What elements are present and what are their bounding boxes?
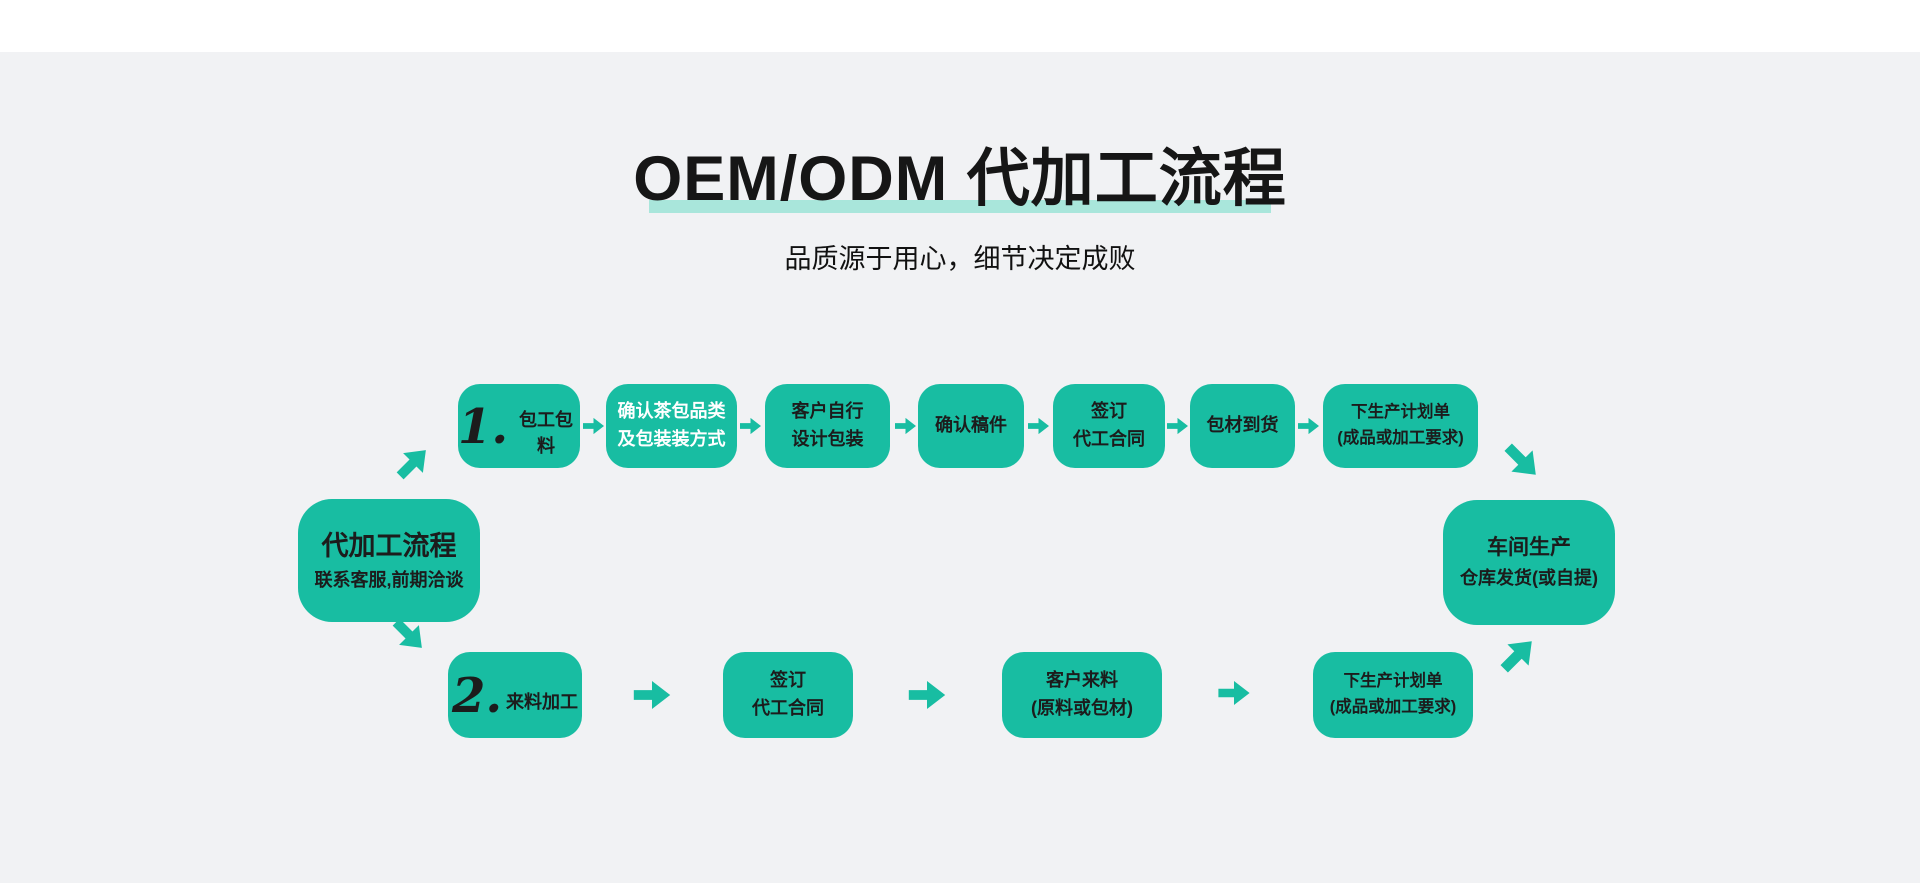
up-right-arrow-icon [390, 440, 437, 487]
step-text: 确认稿件 [935, 415, 1007, 436]
down-right-arrow-icon [386, 612, 433, 659]
flow1-step-5: 包材到货 [1190, 384, 1295, 468]
step-text: 签订 [1091, 401, 1127, 422]
step-text: 代工合同 [1073, 429, 1145, 449]
page-subtitle: 品质源于用心，细节决定成败 [784, 244, 1136, 274]
down-right-arrow-icon [1497, 436, 1548, 487]
final-box: 车间生产 仓库发货(或自提) [1443, 500, 1615, 625]
flow2-step-3: 下生产计划单 (成品或加工要求) [1313, 652, 1473, 738]
step-text: 下生产计划单 [1351, 403, 1450, 422]
step-text: 客户来料 [1046, 670, 1118, 691]
flow2-number: 2. [451, 668, 503, 725]
flow2-start-box: 2. 来料加工 [448, 652, 582, 738]
flow1-step-2: 客户自行 设计包装 [765, 384, 890, 468]
step-text: (原料或包材) [1031, 698, 1133, 718]
step-text: (成品或加工要求) [1329, 698, 1457, 716]
top-white-bar [0, 0, 1920, 52]
right-arrow-icon [583, 417, 604, 435]
hub-box: 代加工流程 联系客服,前期洽谈 [298, 499, 480, 622]
page-title: OEM/ODM 代加工流程 [633, 144, 1287, 214]
right-arrow-icon [1167, 417, 1188, 435]
flow1-step-6: 下生产计划单 (成品或加工要求) [1323, 384, 1478, 468]
step-text: 设计包装 [791, 429, 864, 449]
step-text: 确认茶包品类 [617, 401, 726, 422]
flow1-step-4: 签订 代工合同 [1053, 384, 1165, 468]
step-text: 客户自行 [791, 401, 864, 422]
up-right-arrow-icon [1493, 630, 1544, 681]
flow1-start-box: 1. 包工包料 [458, 384, 580, 468]
step-text: 包材到货 [1206, 415, 1279, 436]
title-underline-bar [649, 200, 1271, 213]
right-arrow-icon [740, 417, 761, 435]
step-text: 下生产计划单 [1343, 672, 1443, 691]
flow1-step-3: 确认稿件 [918, 384, 1024, 468]
step-text: 代工合同 [752, 698, 824, 718]
step-text: 签订 [770, 670, 806, 691]
flow1-step-1: 确认茶包品类 及包装装方式 [606, 384, 737, 468]
right-arrow-icon [895, 417, 916, 435]
flow2-start-label: 来料加工 [506, 692, 579, 712]
right-arrow-icon [907, 681, 947, 709]
right-arrow-icon [1298, 417, 1319, 435]
flow2-step-2: 客户来料 (原料或包材) [1002, 652, 1162, 738]
bottom-white-bar [0, 883, 1920, 891]
final-line1: 车间生产 [1487, 536, 1571, 560]
right-arrow-icon [1217, 681, 1251, 705]
right-arrow-icon [632, 681, 672, 709]
flow2-step-1: 签订 代工合同 [723, 652, 853, 738]
final-line2: 仓库发货(或自提) [1460, 567, 1598, 588]
step-text: 及包装装方式 [617, 429, 726, 449]
right-arrow-icon [1028, 417, 1049, 435]
flow1-number: 1. [458, 399, 509, 456]
flow1-start-label: 包工包料 [519, 410, 574, 456]
step-text: (成品或加工要求) [1337, 429, 1464, 447]
hub-title: 代加工流程 [321, 530, 457, 561]
hub-note: 联系客服,前期洽谈 [314, 570, 464, 591]
